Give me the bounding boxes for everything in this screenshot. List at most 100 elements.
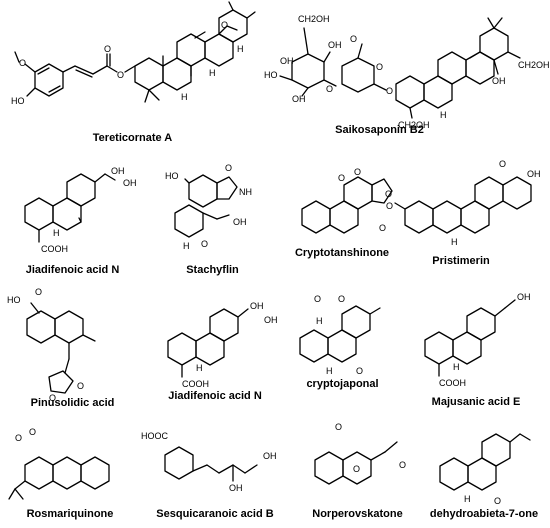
hydroxyl-label: OH [111, 166, 125, 176]
ketone-oxygen-label: O [499, 159, 506, 169]
ch2oh-label: CH2OH [518, 60, 550, 70]
lactone-oxygen-label: O [49, 393, 56, 403]
compound-name: Saikosaponin B2 [335, 124, 424, 136]
h-label: H [440, 110, 447, 120]
hydroxyl-label: OH [263, 451, 277, 461]
carbonyl-oxygen-label: O [77, 381, 84, 391]
compound-stachyflin: HO O NH OH O H Stachyflin [145, 155, 280, 276]
carboxyl-label: HOOC [141, 431, 169, 441]
compound-name: cryptojaponal [306, 378, 379, 390]
ketone-oxygen-label: O [494, 496, 501, 506]
hydroxyl-label: OH [233, 217, 247, 227]
cryptojaponal-structure: O H O O H [299, 294, 381, 376]
tereticornate-a-structure: O HO O O O [11, 1, 256, 106]
pinusolidic-acid-structure: HO O O O [7, 287, 96, 403]
carbonyl-oxygen-label: O [35, 287, 42, 297]
furan-oxygen-label: O [386, 201, 393, 211]
cooh-label: COOH [439, 378, 466, 388]
compound-name: Pinusolidic acid [30, 397, 115, 409]
hydroxyl-label: OH [229, 483, 243, 493]
compound-name: Cryptotanshinone [294, 247, 390, 259]
jiadifenoic-acid-n-structure: OH OH COOH H [167, 301, 278, 389]
compound-jiadifenoic-acid-n-2: OH OH COOH H Jiadifenoic acid N [150, 295, 280, 410]
compound-name: Rosmariquinone [26, 508, 114, 520]
bridge-oxygen-label: O [353, 464, 360, 474]
stachyflin-structure: HO O NH OH O H [165, 163, 252, 251]
hydroxyl-label: HO [264, 70, 278, 80]
h-label: H [316, 316, 323, 326]
compound-name: Jiadifenoic acid N [168, 390, 262, 402]
compound-name: Stachyflin [186, 264, 239, 276]
cooh-label: COOH [182, 379, 209, 389]
compound-name: Pristimerin [432, 255, 490, 267]
hydroxyl-label: OH [328, 40, 342, 50]
quinone-oxygen-label: O [354, 167, 361, 177]
compound-dehydroabieta-7-one: O H dehydroabieta-7-one [420, 420, 548, 528]
sesquicaranoic-acid-b-structure: HOOC OH OH [141, 431, 277, 493]
jiadifenoic-acid-n-structure: OH OH COOH H [24, 166, 137, 254]
pristimerin-structure: O OH O O H [379, 159, 541, 247]
compound-pristimerin: O OH O O H Pristimerin [375, 155, 547, 270]
ch2oh-label: CH2OH [298, 14, 330, 24]
quinone-oxygen-label: O [338, 173, 345, 183]
nh-label: NH [239, 187, 252, 197]
ketone-oxygen-label: O [399, 460, 406, 470]
quinone-oxygen-label: O [29, 427, 36, 437]
compound-rosmariquinone: O O Rosmariquinone [5, 425, 135, 528]
ch2oh-label: CH2OH [398, 120, 430, 130]
h-label: H [326, 366, 333, 376]
oxygen-label: O [19, 58, 26, 68]
methoxy-oxygen-label: O [338, 294, 345, 304]
ether-oxygen-label: O [201, 239, 208, 249]
compound-majusanic-acid-e: OH COOH H Majusanic acid E [405, 290, 547, 410]
cooh-label: COOH [41, 244, 68, 254]
quinone-oxygen-label: O [15, 433, 22, 443]
compound-name: dehydroabieta-7-one [429, 508, 539, 520]
carbonyl-oxygen-label: O [225, 163, 232, 173]
h-label: H [181, 92, 188, 102]
compound-sesquicaranoic-acid-b: HOOC OH OH Sesquicaranoic acid B [135, 425, 295, 528]
hydroxyl-label: OH [280, 56, 294, 66]
ketone-oxygen-label: O [356, 366, 363, 376]
hydroxyl-label: OH [250, 301, 264, 311]
compound-jiadifenoic-acid-n: OH OH COOH H Jiadifenoic acid N [5, 160, 140, 276]
h-label: H [209, 68, 216, 78]
compound-name: Tereticornate A [92, 132, 173, 144]
glycosidic-oxygen-label: O [376, 62, 383, 72]
dehydroabieta-7-one-structure: O H [439, 433, 531, 506]
compound-name: Jiadifenoic acid N [25, 264, 120, 276]
majusanic-acid-e-structure: OH COOH H [424, 292, 531, 388]
compound-name: Majusanic acid E [431, 396, 521, 408]
ether-oxygen-label: O [386, 86, 393, 96]
hydroxyl-label: OH [527, 169, 541, 179]
hydroxyl-label: OH [264, 315, 278, 325]
h-label: H [453, 362, 460, 372]
hydroxyl-label: HO [11, 96, 25, 106]
compound-cryptotanshinone: O O O Cryptotanshinone [282, 165, 402, 260]
h-label: H [451, 237, 458, 247]
ketone-oxygen-label: O [335, 422, 342, 432]
hydroxyl-label: HO [7, 295, 21, 305]
hydroxyl-label: OH [492, 76, 506, 86]
saikosaponin-b2-structure: CH2OH OH OH HO O OH O O O H [264, 14, 550, 130]
h-label: H [464, 494, 471, 504]
compound-saikosaponin-b2: CH2OH OH OH HO O OH O O O H [262, 0, 550, 150]
h-label: H [196, 363, 203, 373]
rosmariquinone-structure: O O [8, 427, 110, 500]
formyl-oxygen-label: O [314, 294, 321, 304]
carbonyl-oxygen-label: O [385, 189, 392, 199]
compound-name: Norperovskatone [312, 508, 403, 520]
norperovskatone-structure: O O O [314, 422, 406, 485]
ester-oxygen-label: O [117, 70, 124, 80]
ring-oxygen-label: O [350, 34, 357, 44]
compound-pinusolidic-acid: HO O O O Pinusolidic acid [5, 285, 140, 410]
hydroxyl-label: OH [123, 178, 137, 188]
bridge-oxygen-label: O [221, 20, 228, 30]
cryptotanshinone-structure: O O O [301, 167, 393, 234]
h-label: H [183, 241, 190, 251]
compound-name: Sesquicaranoic acid B [156, 508, 274, 520]
carbonyl-oxygen-label: O [104, 44, 111, 54]
hydroxyl-label: HO [165, 171, 179, 181]
glycosidic-oxygen-label: O [326, 84, 333, 94]
